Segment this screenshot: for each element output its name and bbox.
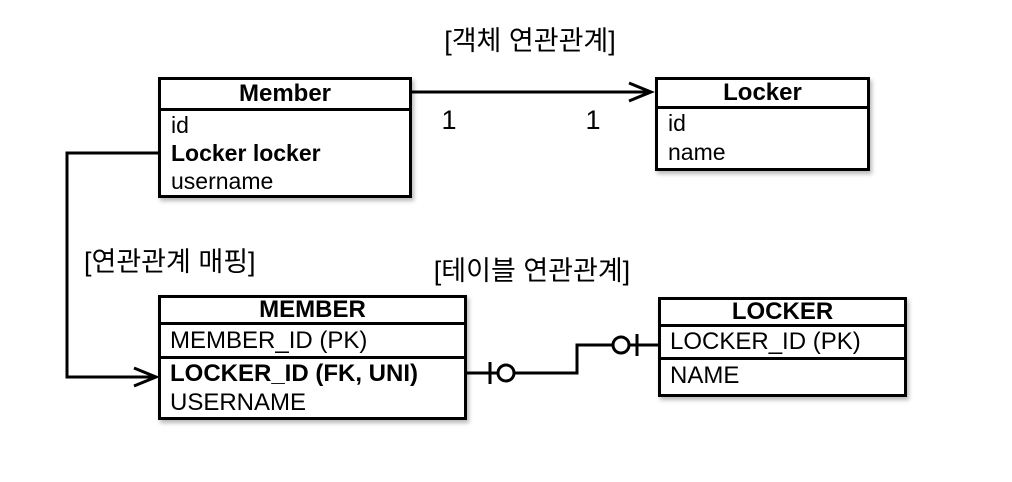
member-field-id: id xyxy=(171,112,189,138)
locker-table-row-name: NAME xyxy=(670,362,740,389)
locker-field-name: name xyxy=(668,139,726,165)
member-side-multiplicity: 1 xyxy=(441,105,457,135)
table-relationship-line xyxy=(467,343,658,375)
arrowhead-icon xyxy=(133,366,160,388)
member-table-title: MEMBER xyxy=(161,298,464,325)
locker-class-box: Locker id name xyxy=(655,77,870,171)
locker-table-box: LOCKER LOCKER_ID (PK) NAME xyxy=(658,297,907,397)
arrowhead-icon xyxy=(628,81,655,103)
locker-field-id: id xyxy=(668,110,686,136)
member-field-locker: Locker locker xyxy=(171,140,321,166)
zero-circle-marker-icon xyxy=(611,335,631,355)
member-table-row-username: USERNAME xyxy=(170,389,307,416)
object-association-title: [객체 연관관계] xyxy=(444,26,616,56)
locker-side-multiplicity: 1 xyxy=(585,105,601,135)
table-association-title: [테이블 연관관계] xyxy=(433,256,631,286)
zero-circle-marker-icon xyxy=(496,363,516,383)
member-table-box: MEMBER MEMBER_ID (PK) LOCKER_ID (FK, UNI… xyxy=(158,295,467,420)
member-field-username: username xyxy=(171,168,274,194)
member-class-box: Member id Locker locker username xyxy=(158,77,412,198)
locker-table-row-locker-id: LOCKER_ID (PK) xyxy=(661,327,904,360)
member-class-title: Member xyxy=(161,80,409,111)
locker-table-title: LOCKER xyxy=(661,300,904,327)
member-table-row-locker-id: LOCKER_ID (FK, UNI) xyxy=(170,360,418,387)
member-table-row-member-id: MEMBER_ID (PK) xyxy=(161,325,464,359)
association-mapping-label: [연관관계 매핑] xyxy=(84,247,256,277)
locker-class-title: Locker xyxy=(658,80,867,109)
